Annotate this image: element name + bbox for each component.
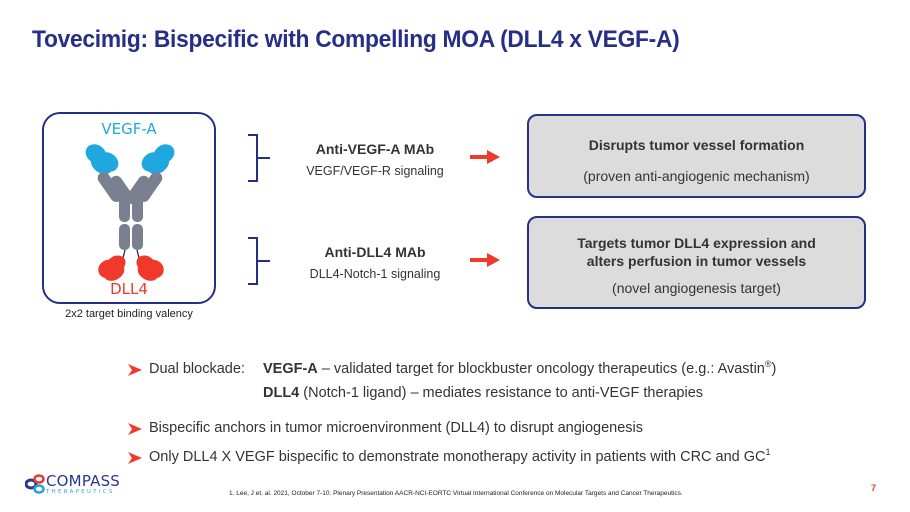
mab-vegf-signaling: VEGF/VEGF-R signaling xyxy=(306,164,444,178)
outcome-box-vegf: Disrupts tumor vessel formation (proven … xyxy=(527,114,866,198)
outcome-dll4-heading-line2: alters perfusion in tumor vessels xyxy=(586,253,807,269)
vegf-a-label: VEGF-A xyxy=(101,120,157,138)
outcome-dll4-heading-line1: Targets tumor DLL4 expression and xyxy=(577,235,816,251)
mab-vegf-name: Anti-VEGF-A MAb xyxy=(315,141,435,157)
anchors-text: Bispecific anchors in tumor microenviron… xyxy=(149,420,644,436)
vegf-a-term: VEGF-A xyxy=(263,361,318,377)
compass-logo-text: COMPASS THERAPEUTICS xyxy=(46,473,120,495)
registered-mark: ® xyxy=(764,359,772,369)
slide-title: Tovecimig: Bispecific with Compelling MO… xyxy=(32,26,680,53)
mab-dll4-name: Anti-DLL4 MAb xyxy=(324,244,426,260)
vegf-a-description: – validated target for blockbuster oncol… xyxy=(317,361,765,377)
closing-paren: ) xyxy=(771,361,777,377)
only-text: Only DLL4 X VEGF bispecific to demonstra… xyxy=(149,449,766,465)
page-number: 7 xyxy=(871,483,877,493)
dll4-term: DLL4 xyxy=(263,385,300,401)
dual-blockade-line2: DLL4 (Notch-1 ligand) – mediates resista… xyxy=(263,385,703,401)
outcome-box-dll4: Targets tumor DLL4 expression and alters… xyxy=(527,216,866,309)
logo-sub-text: THERAPEUTICS xyxy=(46,489,115,495)
only-text-wrap: Only DLL4 X VEGF bispecific to demonstra… xyxy=(149,447,771,466)
antibody-stem xyxy=(119,194,143,250)
bullet-only: Only DLL4 X VEGF bispecific to demonstra… xyxy=(128,447,828,469)
bullet-arrow-icon xyxy=(128,452,142,464)
dll4-binding-domain-right xyxy=(136,255,164,281)
outcome-vegf-heading: Disrupts tumor vessel formation xyxy=(588,137,805,153)
compass-logo-mark-icon xyxy=(25,474,45,494)
bullet-arrow-icon xyxy=(128,364,142,376)
bracket-dll4 xyxy=(248,237,270,285)
bullet-arrow-icon xyxy=(128,423,142,435)
arrow-right-icon xyxy=(470,150,500,164)
outcome-dll4-note: (novel angiogenesis target) xyxy=(612,280,781,296)
antibody-illustration xyxy=(85,144,175,281)
mab-dll4-block: Anti-DLL4 MAb DLL4-Notch-1 signaling xyxy=(290,244,460,281)
dll4-label: DLL4 xyxy=(110,280,148,298)
vegf-binding-domain-left xyxy=(85,144,119,175)
valency-caption: 2x2 target binding valency xyxy=(65,308,193,320)
bullet-anchors: Bispecific anchors in tumor microenviron… xyxy=(128,420,828,449)
antibody-arm-right xyxy=(126,171,163,205)
bracket-vegf xyxy=(248,134,270,182)
bullet-dual-blockade: Dual blockade: VEGF-A – validated target… xyxy=(128,359,828,385)
key-points-list: Dual blockade: VEGF-A – validated target… xyxy=(128,359,828,469)
arrow-right-icon xyxy=(470,253,500,267)
mab-vegf-block: Anti-VEGF-A MAb VEGF/VEGF-R signaling xyxy=(290,141,460,178)
footnote: 1. Lee, J et. al. 2021, October 7-10. Pl… xyxy=(229,490,683,497)
dll4-description: (Notch-1 ligand) – mediates resistance t… xyxy=(299,385,704,401)
bullet-dual-blockade-cont: DLL4 (Notch-1 ligand) – mediates resista… xyxy=(128,385,828,420)
outcome-vegf-note: (proven anti-angiogenic mechanism) xyxy=(583,168,810,184)
dll4-binding-domain-left xyxy=(98,255,126,281)
vegf-binding-domain-right xyxy=(141,144,175,175)
mab-dll4-signaling: DLL4-Notch-1 signaling xyxy=(309,267,441,281)
footnote-ref: 1 xyxy=(765,447,771,457)
dual-blockade-label: Dual blockade: xyxy=(149,361,245,377)
dual-blockade-line1: VEGF-A – validated target for blockbuste… xyxy=(263,359,777,378)
antibody-diagram-frame: VEGF-A xyxy=(42,112,216,304)
logo-main-text: COMPASS xyxy=(46,472,121,490)
